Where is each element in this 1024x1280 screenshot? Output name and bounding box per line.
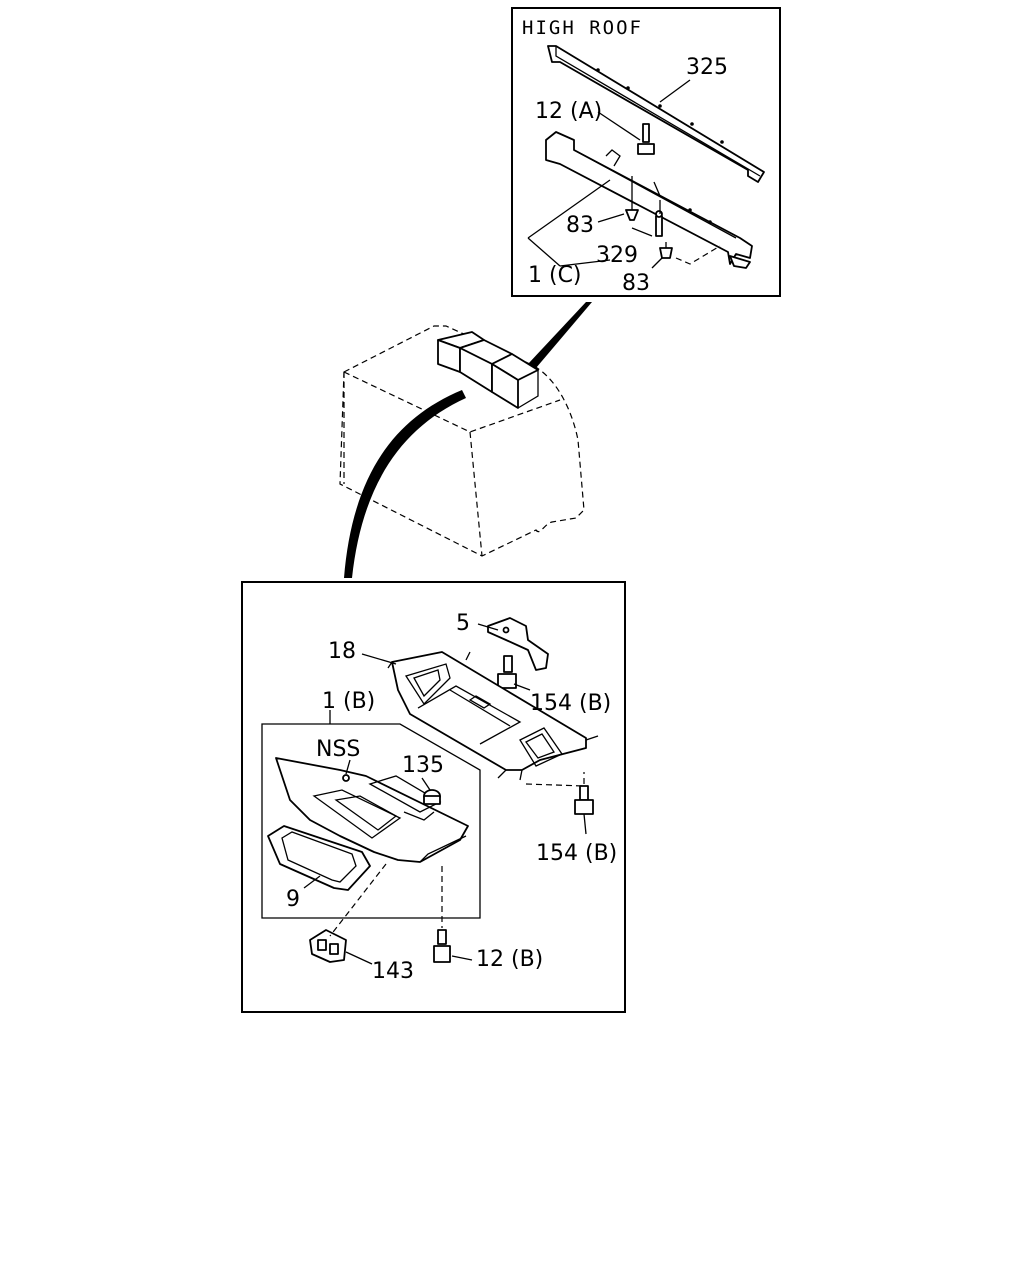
mount-frame-18	[387, 651, 599, 781]
high-roof-title: HIGH ROOF	[522, 17, 643, 39]
label-143: 143	[372, 959, 414, 984]
lamp-housing	[275, 757, 469, 863]
bracket-5	[487, 617, 549, 671]
callout-bottom	[344, 390, 466, 578]
label-154b-lower: 154 (B)	[536, 841, 617, 866]
label-154b-upper: 154 (B)	[530, 691, 611, 716]
lamp-lens-9	[267, 825, 371, 891]
label-nss: NSS	[316, 737, 360, 762]
high-roof-panel: HIGH ROOF	[511, 7, 781, 297]
subassembly-1b-frame	[261, 723, 481, 919]
bolt-12a	[637, 123, 655, 155]
label-83-a: 83	[566, 213, 594, 238]
label-329: 329	[596, 243, 638, 268]
label-135: 135	[402, 753, 444, 778]
label-325: 325	[686, 55, 728, 80]
roof-rail-325	[547, 45, 765, 183]
label-83-b: 83	[622, 271, 650, 296]
label-1b: 1 (B)	[322, 689, 375, 714]
rivet-329	[655, 210, 663, 237]
bolt-12b	[433, 929, 451, 963]
grommet-143	[309, 929, 347, 963]
label-5: 5	[456, 611, 470, 636]
lower-panel-frame	[241, 581, 626, 1013]
vehicle-cab-outline	[339, 325, 585, 557]
high-roof-frame	[511, 7, 781, 297]
bolt-154b-lower	[574, 785, 594, 815]
rivet-83-b	[659, 242, 673, 259]
label-18: 18	[328, 639, 356, 664]
rivet-83-a	[625, 200, 639, 221]
label-12a: 12 (A)	[535, 99, 602, 124]
bracket-1c	[545, 131, 753, 269]
label-1c: 1 (C)	[528, 263, 582, 288]
label-12b: 12 (B)	[476, 947, 543, 972]
label-9: 9	[286, 887, 300, 912]
callout-top	[528, 302, 592, 368]
bolt-154b-upper	[497, 655, 517, 689]
lower-panel: 5 18 154 (B) 1 (B) NSS 135 154 (B) 9 12 …	[241, 581, 626, 1013]
bulb-135	[423, 789, 441, 805]
